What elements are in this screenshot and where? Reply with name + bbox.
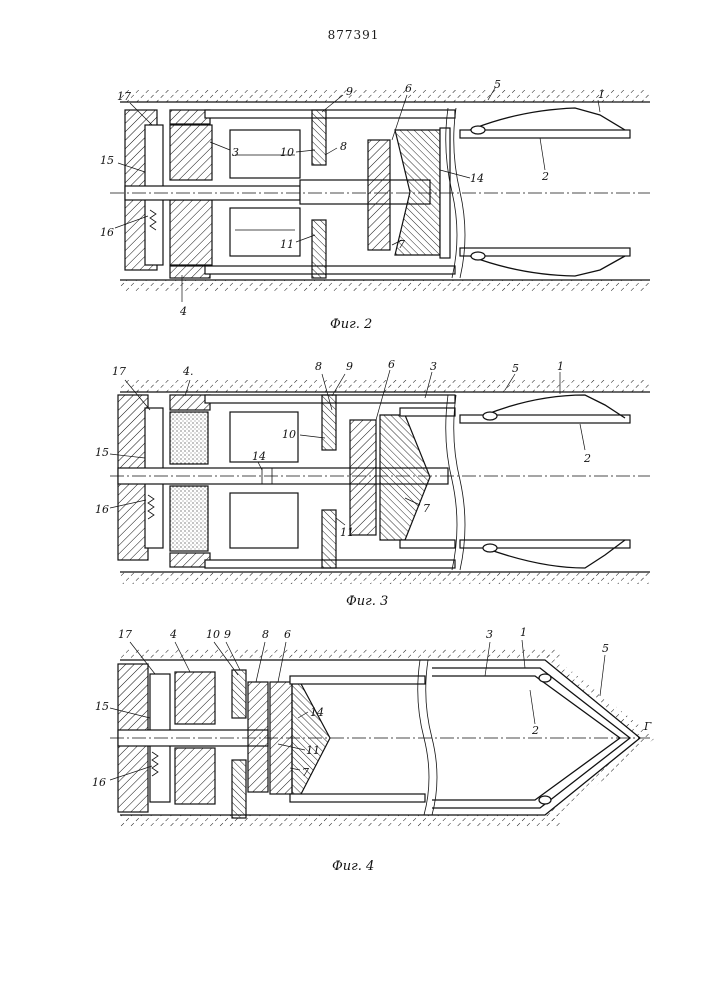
label-16: 16: [92, 776, 106, 789]
label-11: 11: [340, 526, 354, 539]
label-1: 1: [520, 626, 527, 639]
figure-4-drawing: 17 4 10 9 8 6 15 14 11 7 16 3 1 5 2 Г Фи…: [0, 620, 707, 890]
label-4: 4: [169, 628, 177, 641]
spring-5-bottom: [470, 256, 625, 276]
label-3: 3: [430, 360, 437, 373]
piston-block-bottom: [170, 200, 212, 265]
label-15: 15: [95, 700, 109, 713]
label-5: 5: [602, 642, 609, 655]
bolt-9-top: [232, 670, 246, 718]
label-10: 10: [282, 428, 296, 441]
label-3: 3: [486, 628, 493, 641]
patent-number: 877391: [0, 28, 707, 42]
label-16: 16: [100, 226, 114, 239]
label-6: 6: [388, 358, 395, 371]
tube-wall-top: [205, 110, 455, 118]
label-6: 6: [405, 82, 412, 95]
block-6: [350, 420, 376, 535]
label-15: 15: [95, 446, 109, 459]
caption-fig-3: Фиг. 3: [346, 594, 388, 609]
caption-fig-2: Фиг. 2: [330, 317, 372, 332]
label-14: 14: [252, 450, 266, 463]
bolt-9-top: [312, 110, 326, 165]
piston-block-top: [170, 412, 208, 464]
bolt-9-bottom: [322, 510, 336, 568]
cone-7: [292, 682, 330, 796]
chamber-11: [230, 493, 298, 548]
figure-4: 17 4 10 9 8 6 15 14 11 7 16 3 1 5 2 Г Фи…: [0, 620, 707, 890]
label-5: 5: [494, 78, 501, 91]
label-4: 4.: [182, 365, 194, 378]
cone-7: [380, 415, 430, 540]
bolt-9-bottom: [312, 220, 326, 278]
label-7: 7: [423, 502, 430, 515]
label-10: 10: [206, 628, 220, 641]
tube-wall-bottom: [205, 266, 455, 274]
bolt-9-top: [322, 395, 336, 450]
bolt-9-bottom: [232, 760, 246, 818]
label-8: 8: [315, 360, 322, 373]
sleeve-2-bottom: [460, 248, 630, 256]
sleeve-2-top: [460, 130, 630, 138]
ground-bottom: [120, 280, 650, 292]
label-3: 3: [232, 146, 239, 159]
piston-block-top: [170, 125, 212, 180]
label-17: 17: [117, 90, 131, 103]
piston-block-bottom: [170, 486, 208, 551]
label-9: 9: [346, 85, 353, 98]
label-1: 1: [557, 360, 564, 373]
piston-block-top: [175, 672, 215, 724]
label-1: 1: [598, 88, 605, 101]
label-10: 10: [280, 146, 294, 159]
sleeve-3-top: [290, 676, 425, 684]
label-11: 11: [280, 238, 294, 251]
label-17: 17: [118, 628, 132, 641]
label-9: 9: [346, 360, 353, 373]
label-6: 6: [284, 628, 291, 641]
figure-2-drawing: 17 15 16 4 3 10 9 8 11 6 7 14 5 1 2 Фиг.…: [0, 70, 707, 340]
ground-top: [120, 90, 650, 102]
caption-fig-4: Фиг. 4: [332, 859, 374, 874]
label-9: 9: [224, 628, 231, 641]
label-2: 2: [541, 170, 549, 183]
label-7: 7: [398, 238, 405, 251]
label-16: 16: [95, 503, 109, 516]
label-17: 17: [112, 365, 126, 378]
label-14: 14: [310, 706, 324, 719]
label-14: 14: [470, 172, 484, 185]
label-7: 7: [302, 766, 309, 779]
label-2: 2: [531, 724, 539, 737]
label-11: 11: [306, 744, 320, 757]
spring-5-top: [470, 108, 625, 130]
label-8: 8: [340, 140, 347, 153]
label-8: 8: [262, 628, 269, 641]
label-5: 5: [512, 362, 519, 375]
label-4: 4: [179, 305, 187, 318]
label-2: 2: [583, 452, 591, 465]
figure-3: 17 4. 15 16 8 9 10 14 11 6 7 3 5 1 2 Фиг…: [0, 350, 707, 620]
block-8: [248, 682, 268, 792]
piston-block-bottom: [175, 748, 215, 804]
label-G: Г: [643, 720, 652, 733]
sleeve-3-bottom: [290, 794, 425, 802]
block-6: [368, 140, 390, 250]
label-15: 15: [100, 154, 114, 167]
figure-3-drawing: 17 4. 15 16 8 9 10 14 11 6 7 3 5 1 2 Фиг…: [0, 350, 707, 620]
figure-2: 17 15 16 4 3 10 9 8 11 6 7 14 5 1 2 Фиг.…: [0, 70, 707, 340]
